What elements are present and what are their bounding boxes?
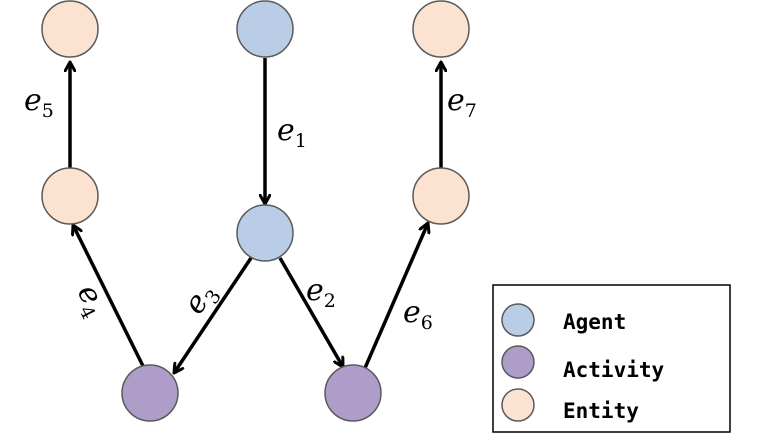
edge-e6: [363, 223, 428, 369]
legend-agent-swatch: [501, 303, 535, 337]
edge-e3: [174, 257, 253, 373]
edge-label-e5: e5: [24, 83, 54, 122]
activity-node: [324, 364, 382, 422]
edge-e2: [278, 257, 345, 367]
entity-node: [41, 0, 99, 58]
edge-label-e1: e1: [277, 113, 307, 152]
agent-node: [236, 0, 294, 58]
legend-label-entity: Entity: [563, 399, 639, 423]
edge-e4: [73, 225, 145, 367]
activity-node: [121, 364, 179, 422]
edge-label-e3: e3: [177, 276, 226, 323]
legend-activity-swatch: [501, 345, 535, 379]
edge-label-e7: e7: [447, 83, 477, 122]
entity-node: [412, 167, 470, 225]
entity-node: [41, 167, 99, 225]
legend: Agent Activity Entity: [492, 284, 731, 433]
agent-node: [236, 204, 294, 262]
edge-label-e2: e2: [306, 273, 336, 312]
edge-label-e6: e6: [403, 295, 433, 334]
entity-node: [412, 0, 470, 58]
legend-entity-swatch: [501, 388, 535, 422]
legend-label-agent: Agent: [563, 310, 626, 334]
edge-label-e4: e4: [66, 279, 114, 323]
legend-label-activity: Activity: [563, 358, 665, 382]
